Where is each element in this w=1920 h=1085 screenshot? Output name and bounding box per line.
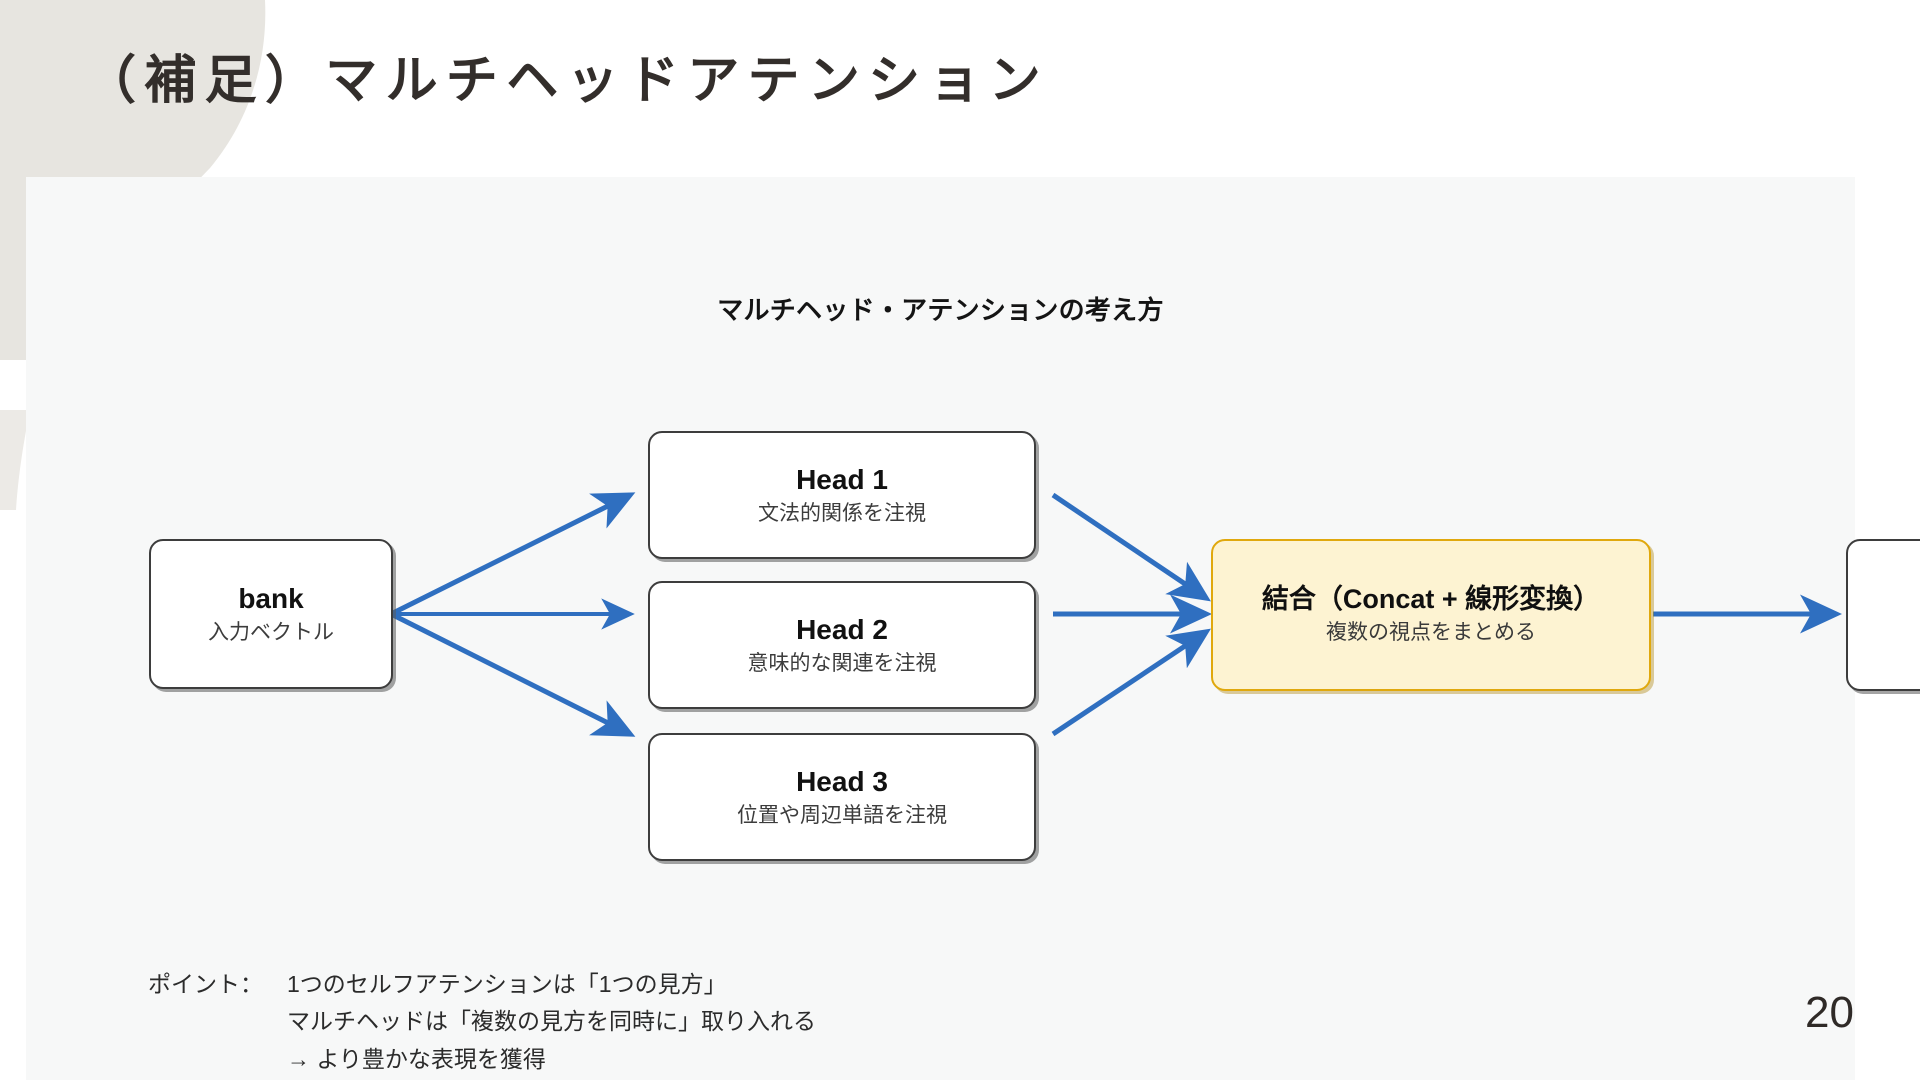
node-input-title: bank (238, 582, 304, 614)
node-head-1-subtitle: 文法的関係を注視 (758, 502, 926, 526)
arrow-head1-to-concat (1051, 492, 1211, 602)
node-output-clipped[interactable] (1846, 539, 1920, 691)
points-label: ポイント： (148, 971, 263, 997)
arrow-head3-to-concat (1051, 628, 1211, 737)
slide-content-panel: マルチヘッド・アテンションの考え方 bank 入力ベクトル Head 1 文法的… (26, 177, 1920, 1080)
node-head-2[interactable]: Head 2 意味的な関連を注視 (648, 581, 1036, 709)
node-concat-title: 結合（Concat + 線形変換） (1261, 584, 1601, 615)
points-line-2: マルチヘッドは「複数の見方を同時に」取り入れる (287, 1008, 816, 1035)
node-head-2-subtitle: 意味的な関連を注視 (747, 652, 937, 676)
node-input-bank[interactable]: bank 入力ベクトル (149, 539, 393, 689)
diagram-title: マルチヘッド・アテンションの考え方 (717, 295, 1164, 325)
node-input-subtitle: 入力ベクトル (208, 621, 334, 645)
points-line-1: 1つのセルフアテンションは「1つの見方」 (287, 971, 727, 997)
node-head-1[interactable]: Head 1 文法的関係を注視 (648, 431, 1036, 559)
points-note: ポイント： 1つのセルフアテンションは「1つの見方」 マルチヘッドは「複数の見方… (148, 966, 816, 1078)
node-head-1-title: Head 1 (796, 463, 888, 495)
node-concat-subtitle: 複数の視点をまとめる (1326, 621, 1536, 645)
diagram-arrows (389, 492, 1843, 737)
node-concat[interactable]: 結合（Concat + 線形変換） 複数の視点をまとめる (1211, 539, 1651, 691)
page-number: 20 (1805, 988, 1854, 1037)
arrow-bank-to-head1 (389, 492, 636, 617)
node-head-3-subtitle: 位置や周辺単語を注視 (737, 804, 947, 828)
node-head-3[interactable]: Head 3 位置や周辺単語を注視 (648, 733, 1036, 861)
arrow-bank-to-head3 (389, 611, 636, 737)
node-head-3-title: Head 3 (796, 765, 888, 797)
node-head-2-title: Head 2 (796, 613, 888, 645)
points-line-3: → より豊かな表現を獲得 (287, 1045, 546, 1072)
points-lines: 1つのセルフアテンションは「1つの見方」 マルチヘッドは「複数の見方を同時に」取… (287, 966, 816, 1078)
page-title: （補足）マルチヘッドアテンション (84, 52, 1050, 110)
